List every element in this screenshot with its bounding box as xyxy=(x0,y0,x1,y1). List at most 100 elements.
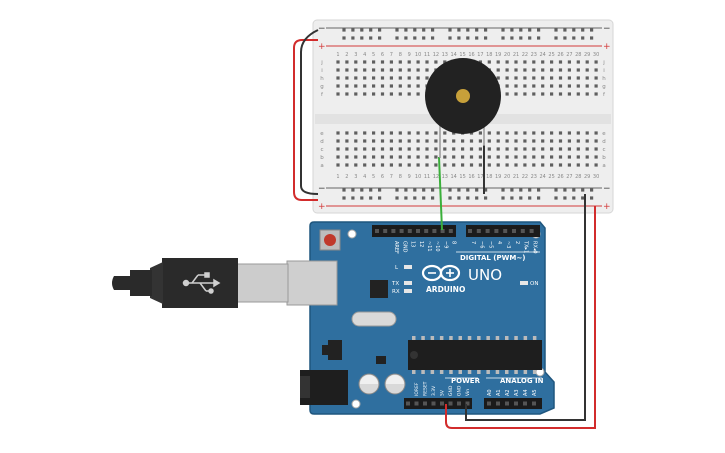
wire-black-gnd[interactable] xyxy=(465,194,586,421)
breadboard-hole[interactable] xyxy=(461,163,465,167)
rail-hole[interactable] xyxy=(501,188,505,192)
header-pin[interactable] xyxy=(529,229,534,233)
breadboard-hole[interactable] xyxy=(443,139,447,143)
breadboard-hole[interactable] xyxy=(558,60,563,64)
breadboard-hole[interactable] xyxy=(354,147,358,151)
analog-header[interactable] xyxy=(484,398,542,409)
breadboard-hole[interactable] xyxy=(345,131,349,135)
header-pin[interactable] xyxy=(505,401,509,406)
breadboard-hole[interactable] xyxy=(425,131,429,135)
breadboard-hole[interactable] xyxy=(550,68,554,72)
breadboard-hole[interactable] xyxy=(541,131,545,135)
rail-hole[interactable] xyxy=(466,188,470,192)
rail-hole[interactable] xyxy=(537,36,541,40)
breadboard-hole[interactable] xyxy=(336,155,340,159)
breadboard-hole[interactable] xyxy=(363,155,367,159)
breadboard-hole[interactable] xyxy=(389,131,393,135)
rail-hole[interactable] xyxy=(457,188,461,192)
rail-hole[interactable] xyxy=(404,36,408,40)
header-pin[interactable] xyxy=(465,401,470,406)
rail-hole[interactable] xyxy=(510,188,514,192)
breadboard-hole[interactable] xyxy=(469,155,474,159)
breadboard-hole[interactable] xyxy=(594,131,598,135)
header-pin[interactable] xyxy=(496,401,500,406)
breadboard-hole[interactable] xyxy=(523,155,527,159)
breadboard-hole[interactable] xyxy=(532,84,536,88)
breadboard-hole[interactable] xyxy=(434,131,438,135)
breadboard-hole[interactable] xyxy=(336,92,340,96)
rail-hole[interactable] xyxy=(448,196,452,200)
rail-hole[interactable] xyxy=(404,28,408,32)
breadboard-hole[interactable] xyxy=(514,131,518,135)
breadboard-hole[interactable] xyxy=(496,60,500,64)
breadboard-hole[interactable] xyxy=(407,139,411,143)
breadboard-hole[interactable] xyxy=(434,155,438,159)
header-pin[interactable] xyxy=(406,401,410,406)
breadboard-hole[interactable] xyxy=(585,76,589,80)
rail-hole[interactable] xyxy=(369,196,373,200)
rail-hole[interactable] xyxy=(360,28,364,32)
breadboard-hole[interactable] xyxy=(416,163,420,167)
breadboard-hole[interactable] xyxy=(541,92,545,96)
breadboard-hole[interactable] xyxy=(487,147,491,151)
breadboard-hole[interactable] xyxy=(496,68,500,72)
breadboard-hole[interactable] xyxy=(550,60,554,64)
breadboard-hole[interactable] xyxy=(336,131,340,135)
breadboard-hole[interactable] xyxy=(345,92,349,96)
breadboard-hole[interactable] xyxy=(345,84,349,88)
breadboard-hole[interactable] xyxy=(585,60,589,64)
breadboard-hole[interactable] xyxy=(452,155,456,159)
rail-hole[interactable] xyxy=(501,196,505,200)
rail-hole[interactable] xyxy=(554,196,558,200)
breadboard-hole[interactable] xyxy=(380,68,385,72)
breadboard-hole[interactable] xyxy=(434,147,438,151)
breadboard-hole[interactable] xyxy=(389,155,393,159)
header-pin[interactable] xyxy=(512,229,516,233)
breadboard-hole[interactable] xyxy=(336,76,340,80)
header-pin[interactable] xyxy=(514,401,518,406)
header-pin[interactable] xyxy=(414,401,419,406)
rail-hole[interactable] xyxy=(360,188,364,192)
breadboard-hole[interactable] xyxy=(532,68,536,72)
breadboard-hole[interactable] xyxy=(389,163,393,167)
rail-hole[interactable] xyxy=(554,188,558,192)
breadboard-hole[interactable] xyxy=(354,131,358,135)
breadboard-hole[interactable] xyxy=(407,76,411,80)
breadboard-hole[interactable] xyxy=(585,155,589,159)
rail-hole[interactable] xyxy=(457,36,461,40)
breadboard-hole[interactable] xyxy=(407,147,411,151)
rail-hole[interactable] xyxy=(395,196,399,200)
breadboard-hole[interactable] xyxy=(576,76,580,80)
rail-hole[interactable] xyxy=(572,196,576,200)
breadboard-hole[interactable] xyxy=(354,84,358,88)
breadboard-hole[interactable] xyxy=(336,84,340,88)
header-pin[interactable] xyxy=(416,229,420,233)
breadboard-hole[interactable] xyxy=(505,60,509,64)
rail-hole[interactable] xyxy=(431,36,435,40)
rail-hole[interactable] xyxy=(413,196,417,200)
rail-hole[interactable] xyxy=(369,28,373,32)
breadboard-hole[interactable] xyxy=(389,147,393,151)
breadboard-hole[interactable] xyxy=(425,68,429,72)
breadboard-hole[interactable] xyxy=(354,92,358,96)
header-pin[interactable] xyxy=(440,229,445,233)
rail-hole[interactable] xyxy=(537,188,541,192)
breadboard-hole[interactable] xyxy=(354,155,358,159)
rail-hole[interactable] xyxy=(519,196,523,200)
breadboard-hole[interactable] xyxy=(594,60,598,64)
breadboard-hole[interactable] xyxy=(558,163,563,167)
breadboard-hole[interactable] xyxy=(354,139,358,143)
rail-hole[interactable] xyxy=(537,196,541,200)
breadboard-hole[interactable] xyxy=(336,60,340,64)
breadboard-hole[interactable] xyxy=(336,68,340,72)
bottom-header-pins[interactable] xyxy=(406,401,536,406)
breadboard-hole[interactable] xyxy=(585,147,589,151)
breadboard-hole[interactable] xyxy=(407,60,411,64)
breadboard-hole[interactable] xyxy=(541,155,545,159)
breadboard-hole[interactable] xyxy=(363,163,367,167)
breadboard-hole[interactable] xyxy=(585,139,589,143)
breadboard-hole[interactable] xyxy=(505,76,509,80)
breadboard-hole[interactable] xyxy=(576,147,580,151)
breadboard-hole[interactable] xyxy=(514,76,518,80)
